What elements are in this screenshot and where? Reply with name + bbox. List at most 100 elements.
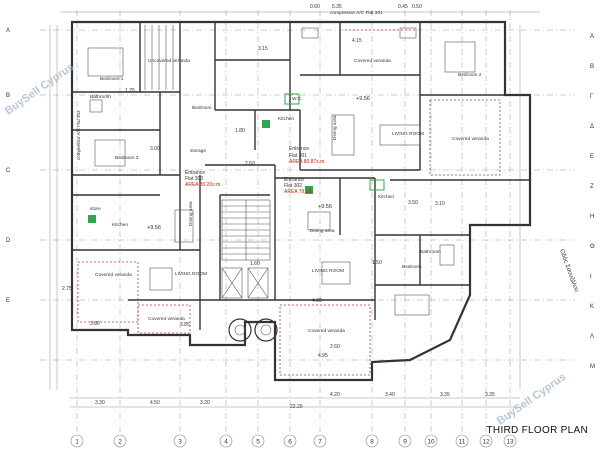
left-axis-label-D: D (6, 238, 11, 244)
room-bedroom-2: Bedroom 2 (458, 72, 482, 78)
dim-misc-6: 2.60 (330, 344, 340, 350)
dim-misc-12: 4.15 (352, 38, 362, 44)
dim-misc-15: 2.60 (245, 161, 255, 167)
room-wc: W.C. (292, 96, 302, 102)
level-marker-3: +9.56 (318, 204, 332, 210)
dimension-lines (49, 11, 540, 408)
room-store: store (90, 206, 101, 212)
dim-misc-13: 3.15 (258, 46, 268, 52)
dim-bottom-1: 3.30 (95, 400, 105, 406)
watermark-bottom-right: BuySell Cyprus (495, 371, 568, 427)
axis-label-3: 3 (178, 439, 182, 446)
room-living-3: LIVING ROOM (312, 268, 344, 274)
label-compressor-301: compressor A/C Flat 301 (330, 10, 383, 16)
room-bedroom: Bedroom (192, 105, 211, 111)
axis-label-8: 8 (370, 439, 374, 446)
axis-bubble-8 (365, 434, 379, 448)
axis-bubble-1 (70, 434, 84, 448)
axis-label-6: 6 (288, 439, 292, 446)
watermark-top-left: BuySell Cyprus (3, 61, 76, 117)
dim-misc-16: 1.80 (235, 128, 245, 134)
dim-total: 22.20 (290, 404, 303, 410)
axis-bubble-7 (313, 434, 327, 448)
axis-bubble-2 (113, 434, 127, 448)
room-dining-2: Dining area (188, 201, 194, 226)
axis-bubble-11 (455, 434, 469, 448)
right-axis-label-4: E (590, 154, 594, 160)
street-name: Οδός Σαουζάλου (558, 248, 580, 293)
room-kitchen-1: Kitchen (278, 116, 294, 122)
dim-misc-7: 1.60 (250, 261, 260, 267)
spiral-stairs (228, 318, 278, 342)
left-axis-label-C: C (6, 168, 11, 174)
flat301-number: Flat 301 (289, 153, 307, 159)
flat303-number: Flat 303 (185, 176, 203, 182)
level-marker-2: +9.56 (147, 225, 161, 231)
flat302-entrance: Entrance (284, 177, 304, 183)
axis-bubble-10 (424, 434, 438, 448)
interior-walls (72, 22, 530, 330)
axis-bubble-6 (283, 434, 297, 448)
room-dining-1: Dining area (332, 115, 338, 140)
right-axis-label-0: A (590, 34, 594, 40)
axis-label-11: 11 (459, 439, 466, 446)
fixtures (88, 27, 455, 266)
dim-misc-3: 3.85 (180, 322, 190, 328)
axis-bubble-9 (398, 434, 412, 448)
dim-misc-8: 3.00 (150, 146, 160, 152)
dim-top-3: 0.45 (398, 4, 408, 10)
left-axis-label-A: A (6, 28, 10, 34)
axis-label-2: 2 (118, 439, 122, 446)
dim-bottom-2: 4.50 (150, 400, 160, 406)
staircase (221, 199, 271, 261)
flat301-entrance: Entrance (289, 146, 309, 152)
axis-bubble-5 (251, 434, 265, 448)
axis-label-1: 1 (75, 439, 79, 446)
vertical-axis-lines (76, 10, 511, 438)
right-axis-label-8: I (590, 274, 592, 280)
dim-misc-11: 1.25 (125, 88, 135, 94)
axis-bubble-13 (503, 434, 517, 448)
axis-label-5: 5 (256, 439, 260, 446)
flat302-number: Flat 302 (284, 183, 302, 189)
right-axis-label-11: M (590, 364, 595, 370)
uncovered-veranda-hatch (144, 25, 174, 90)
furniture (87, 41, 476, 316)
axis-label-10: 10 (427, 439, 435, 446)
right-axis-label-1: B (590, 64, 594, 70)
room-covered-veranda-5: Covered veranda (308, 328, 345, 334)
right-axis-label-10: Λ (590, 334, 594, 340)
label-compressor-303: compressor A/C Flat 303 (76, 110, 81, 160)
right-axis-label-2: Γ (590, 94, 594, 100)
room-bathroom: Bathroom (420, 249, 441, 255)
room-labels: Bedroom 1 Uncovered veranda Bedroom 3 Be… (76, 10, 489, 334)
dim-misc-4: 4.95 (318, 353, 328, 359)
right-axis-label-5: Z (590, 184, 594, 190)
axis-bubble-4 (219, 434, 233, 448)
axis-label-13: 13 (506, 439, 514, 446)
room-bathroom-2: Bathroom (90, 94, 111, 100)
right-axis-label-6: H (590, 214, 594, 220)
room-storage: storage (190, 148, 206, 154)
room-covered-veranda-2: Covered veranda (452, 136, 489, 142)
room-bedroom-3: Bedroom 3 (115, 155, 139, 161)
room-bedroom-1: Bedroom 1 (100, 76, 124, 82)
axis-label-4: 4 (224, 439, 228, 446)
dim-top-4: 0.50 (412, 4, 422, 10)
right-axis-label-3: Δ (590, 124, 594, 130)
dim-misc-2: 3.80 (90, 321, 100, 327)
right-axis-label-9: K (590, 304, 594, 310)
level-marker-1: +9.56 (356, 96, 370, 102)
axis-bubble-3 (173, 434, 187, 448)
flat303-entrance: Entrance (185, 170, 205, 176)
room-bedroom-e: Bedroom (402, 264, 421, 270)
dimension-text: 0.60 5.35 0.45 0.50 3.30 4.50 3.20 4.20 … (62, 4, 495, 410)
dim-misc-14: 3.10 (435, 201, 445, 207)
veranda-rails (77, 29, 501, 376)
left-axis-label-E: E (6, 298, 10, 304)
dim-misc-9: 2.75 (62, 286, 72, 292)
